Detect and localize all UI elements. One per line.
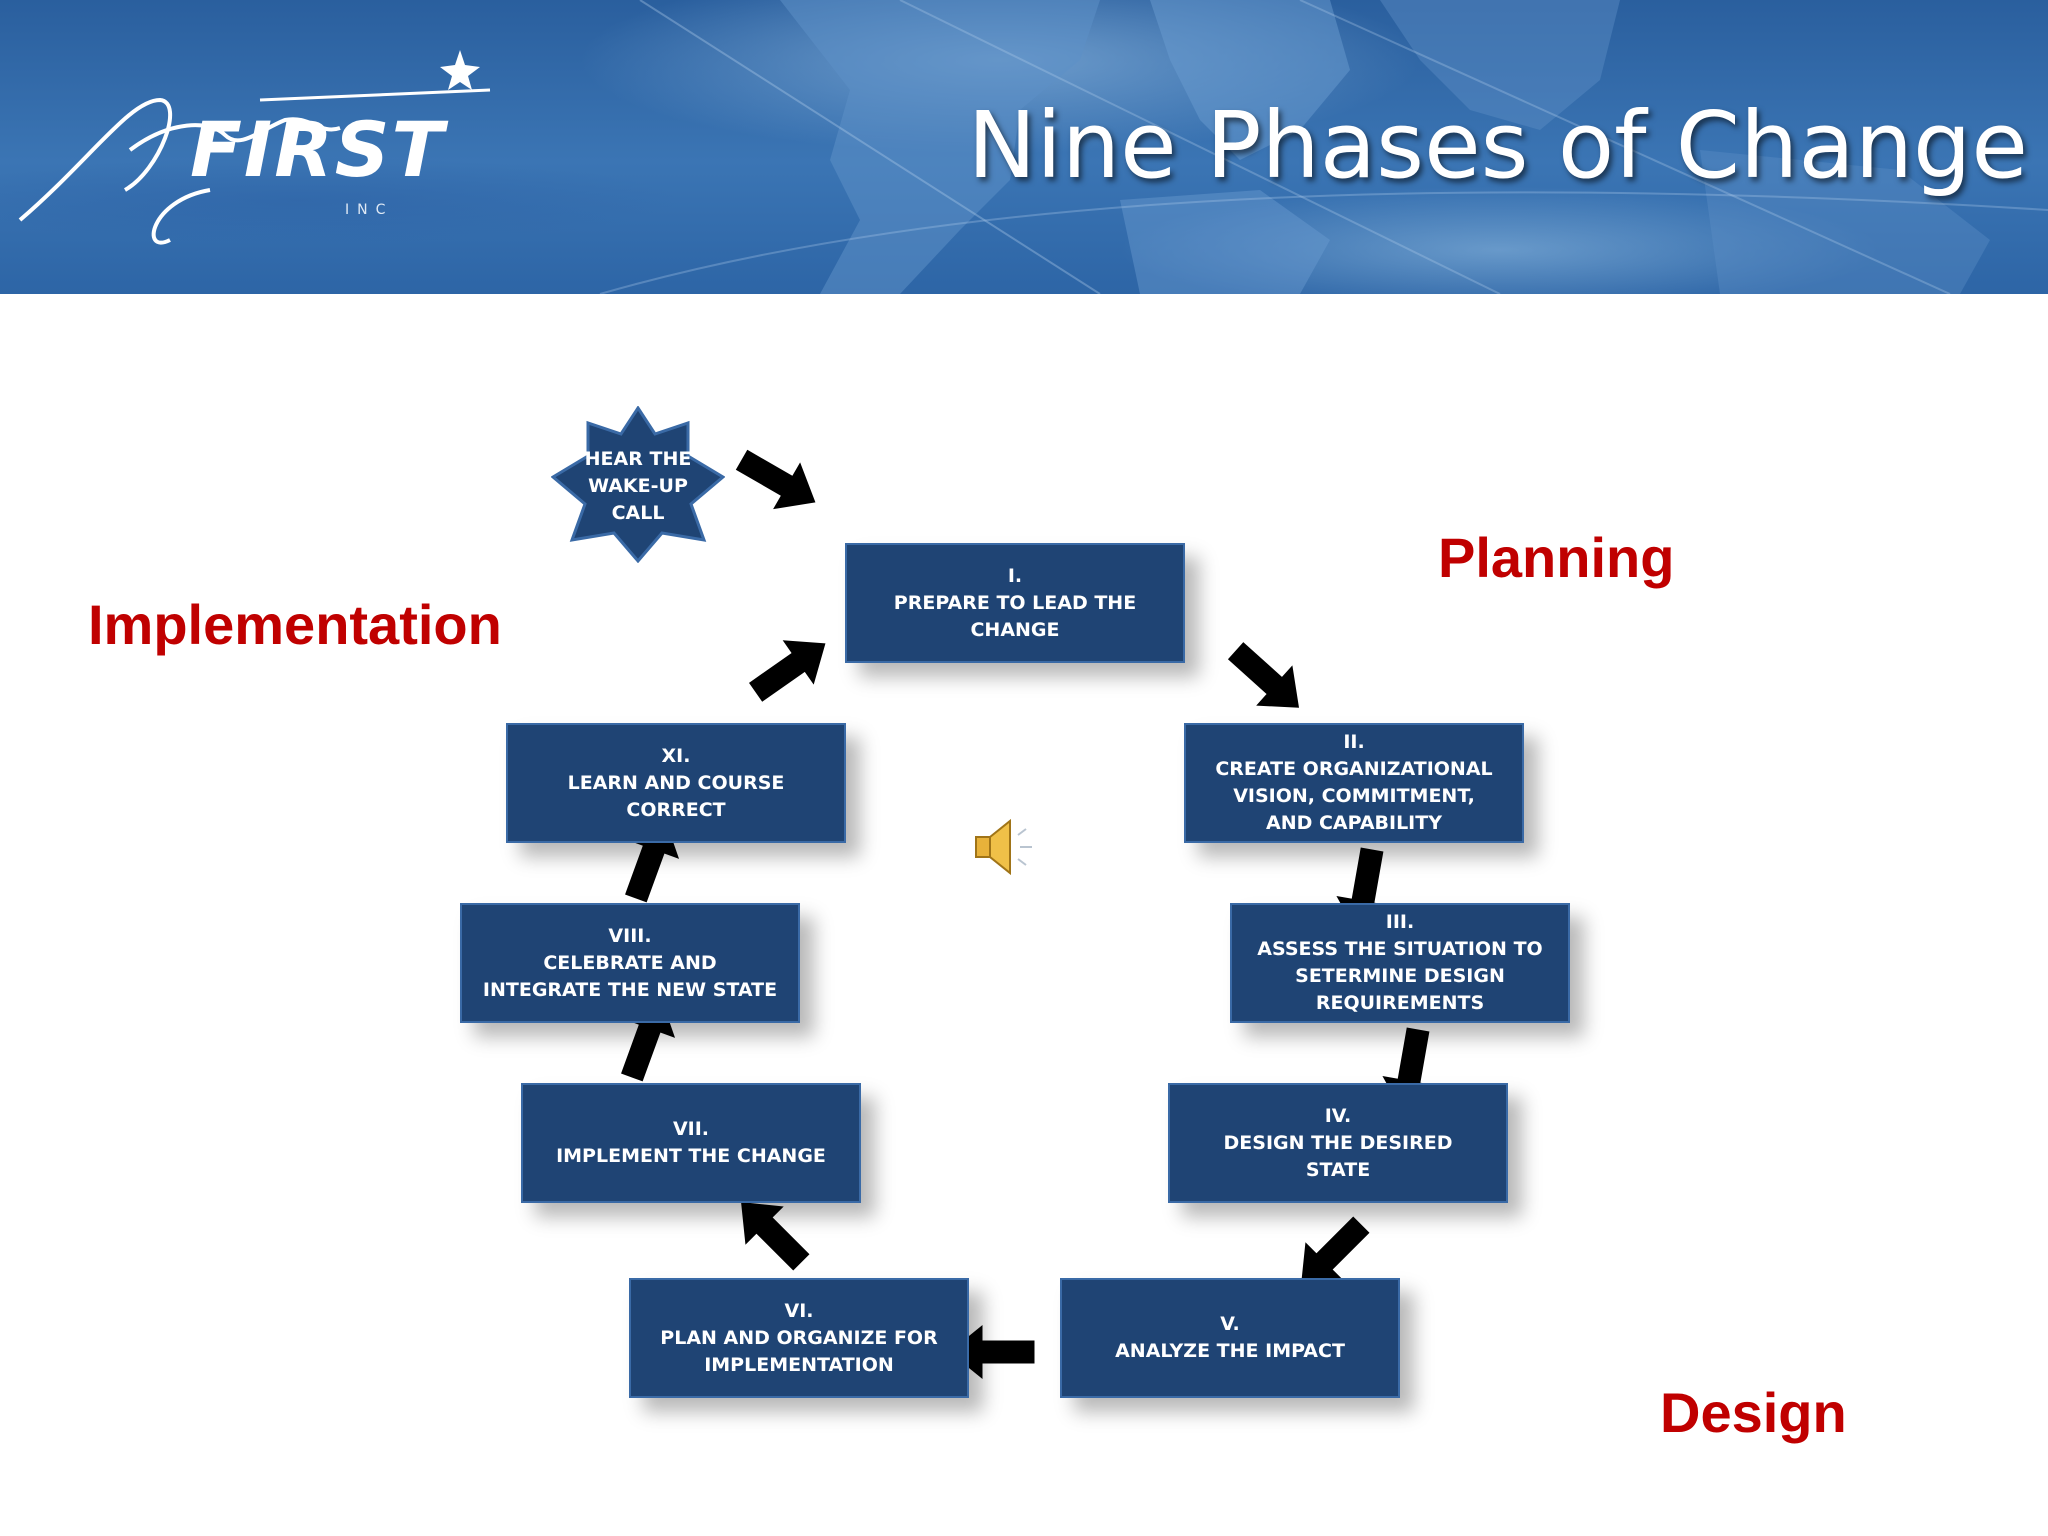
- world-map-background: [599, 0, 2048, 294]
- phase-box-1: I. PREPARE TO LEAD THE CHANGE: [845, 543, 1185, 663]
- phase-numeral: V.: [1220, 1313, 1240, 1335]
- phase-box-3: III. ASSESS THE SITUATION TO SETERMINE D…: [1230, 903, 1570, 1023]
- phase-numeral: I.: [1007, 564, 1023, 587]
- phase-numeral: VI.: [784, 1299, 814, 1322]
- logo-swoosh-icon: [18, 50, 491, 245]
- phase-text: INTEGRATE THE NEW STATE: [482, 978, 778, 1001]
- wake-up-line-1: HEAR THE: [584, 448, 692, 470]
- design-label: Design: [1660, 1381, 1847, 1444]
- phase-box-6: VI. PLAN AND ORGANIZE FOR IMPLEMENTATION: [629, 1278, 969, 1398]
- phase-text: STATE: [1305, 1158, 1371, 1181]
- logo-brand-text: FIRST: [190, 105, 446, 194]
- implementation-label: Implementation: [88, 593, 502, 656]
- phase-box-2: II. CREATE ORGANIZATIONAL VISION, COMMIT…: [1184, 723, 1524, 843]
- phase-text: IMPLEMENT THE CHANGE: [556, 1145, 826, 1167]
- arrow-icon: [1218, 631, 1317, 728]
- phase-text: CREATE ORGANIZATIONAL: [1215, 758, 1493, 780]
- wake-up-call-star: HEAR THE WAKE-UP CALL: [550, 405, 726, 564]
- phase-text: PREPARE TO LEAD THE: [893, 591, 1137, 614]
- speaker-icon[interactable]: [970, 815, 1040, 880]
- phase-box-9: XI. LEARN AND COURSE CORRECT: [506, 723, 846, 843]
- phase-numeral: XI.: [661, 744, 691, 767]
- phase-text: AND CAPABILITY: [1266, 812, 1442, 834]
- phase-numeral: VII.: [672, 1118, 710, 1140]
- phase-text: LEARN AND COURSE: [567, 771, 785, 794]
- phase-numeral: IV.: [1324, 1104, 1352, 1127]
- arrow-icon: [728, 436, 829, 526]
- phase-text: REQUIREMENTS: [1315, 992, 1485, 1014]
- header-banner: FIRST INC Nine Phases of Change: [0, 0, 2048, 294]
- phase-text: PLAN AND ORGANIZE FOR: [660, 1326, 938, 1349]
- phase-text: ASSESS THE SITUATION TO: [1257, 938, 1543, 960]
- phase-text: CELEBRATE AND: [543, 951, 717, 974]
- star-shape-icon: [550, 405, 726, 564]
- phase-box-5: V. ANALYZE THE IMPACT: [1060, 1278, 1400, 1398]
- phase-text: CORRECT: [626, 798, 726, 821]
- phase-text: DESIGN THE DESIRED: [1223, 1131, 1453, 1154]
- phase-box-4: IV. DESIGN THE DESIRED STATE: [1168, 1083, 1508, 1203]
- phase-text: IMPLEMENTATION: [704, 1353, 894, 1376]
- phase-text: SETERMINE DESIGN: [1295, 965, 1505, 987]
- wake-up-line-2: WAKE-UP: [588, 475, 688, 497]
- logo-inc-text: INC: [345, 202, 394, 218]
- wake-up-line-3: CALL: [611, 502, 665, 524]
- phase-text: CHANGE: [970, 618, 1060, 641]
- page-title: Nine Phases of Change: [967, 92, 2028, 199]
- phase-box-7: VII. IMPLEMENT THE CHANGE: [521, 1083, 861, 1203]
- phase-numeral: II.: [1343, 731, 1365, 753]
- planning-label: Planning: [1438, 526, 1675, 589]
- company-logo: [10, 40, 510, 250]
- phase-text: ANALYZE THE IMPACT: [1115, 1340, 1345, 1362]
- phase-box-8: VIII. CELEBRATE AND INTEGRATE THE NEW ST…: [460, 903, 800, 1023]
- phase-numeral: III.: [1385, 911, 1415, 933]
- phase-text: VISION, COMMITMENT,: [1233, 785, 1475, 807]
- arrow-icon: [740, 622, 841, 714]
- phase-numeral: VIII.: [608, 924, 652, 947]
